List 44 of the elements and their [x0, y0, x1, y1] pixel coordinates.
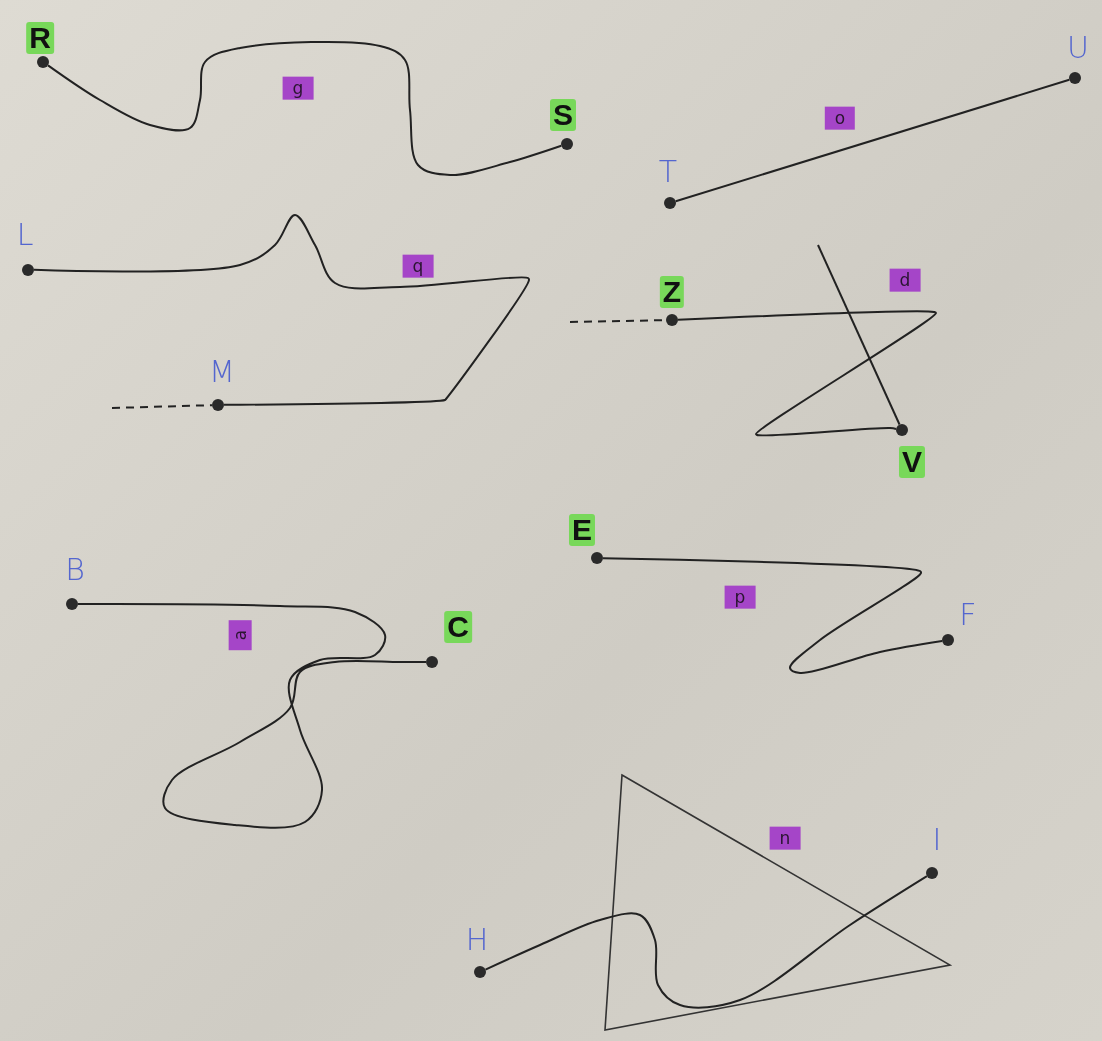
point-label: E [569, 514, 595, 546]
point-dot [212, 399, 224, 411]
point-dot [896, 424, 908, 436]
point-label: V [899, 446, 925, 478]
point-dot [591, 552, 603, 564]
edge-label: g [282, 76, 314, 100]
point-label: R [26, 22, 54, 54]
curve-line [47, 40, 563, 176]
point-dot [942, 634, 954, 646]
curve-line [674, 78, 1071, 203]
point-dot [22, 264, 34, 276]
point-label: U [1066, 32, 1090, 64]
shape-label: n [769, 826, 801, 850]
curve-line [602, 557, 944, 674]
point-label: M [208, 356, 236, 388]
point-label: B [64, 554, 86, 586]
point-dot [37, 56, 49, 68]
curve-line [817, 244, 901, 426]
curve-line [484, 875, 928, 1009]
curve-line [33, 214, 530, 406]
point-label: C [444, 611, 472, 643]
point-dot [666, 314, 678, 326]
curve-line [677, 310, 937, 437]
point-label: H [464, 924, 490, 956]
point-label: I [931, 824, 943, 856]
point-label: T [657, 156, 679, 188]
dashed-line [111, 404, 213, 409]
curve-line [77, 603, 427, 829]
point-label: L [15, 219, 35, 251]
point-label: S [550, 99, 576, 131]
point-dot [926, 867, 938, 879]
point-dot [474, 966, 486, 978]
point-dot [1069, 72, 1081, 84]
edge-label: o [824, 106, 856, 130]
point-dot [66, 598, 78, 610]
edge-label: a [228, 619, 252, 651]
point-dot [426, 656, 438, 668]
edge-label: p [724, 585, 756, 609]
edge-label: q [402, 254, 434, 278]
point-dot [664, 197, 676, 209]
point-label: Z [659, 276, 685, 308]
edge-label: d [889, 268, 921, 292]
point-label: F [958, 599, 978, 631]
point-dot [561, 138, 573, 150]
